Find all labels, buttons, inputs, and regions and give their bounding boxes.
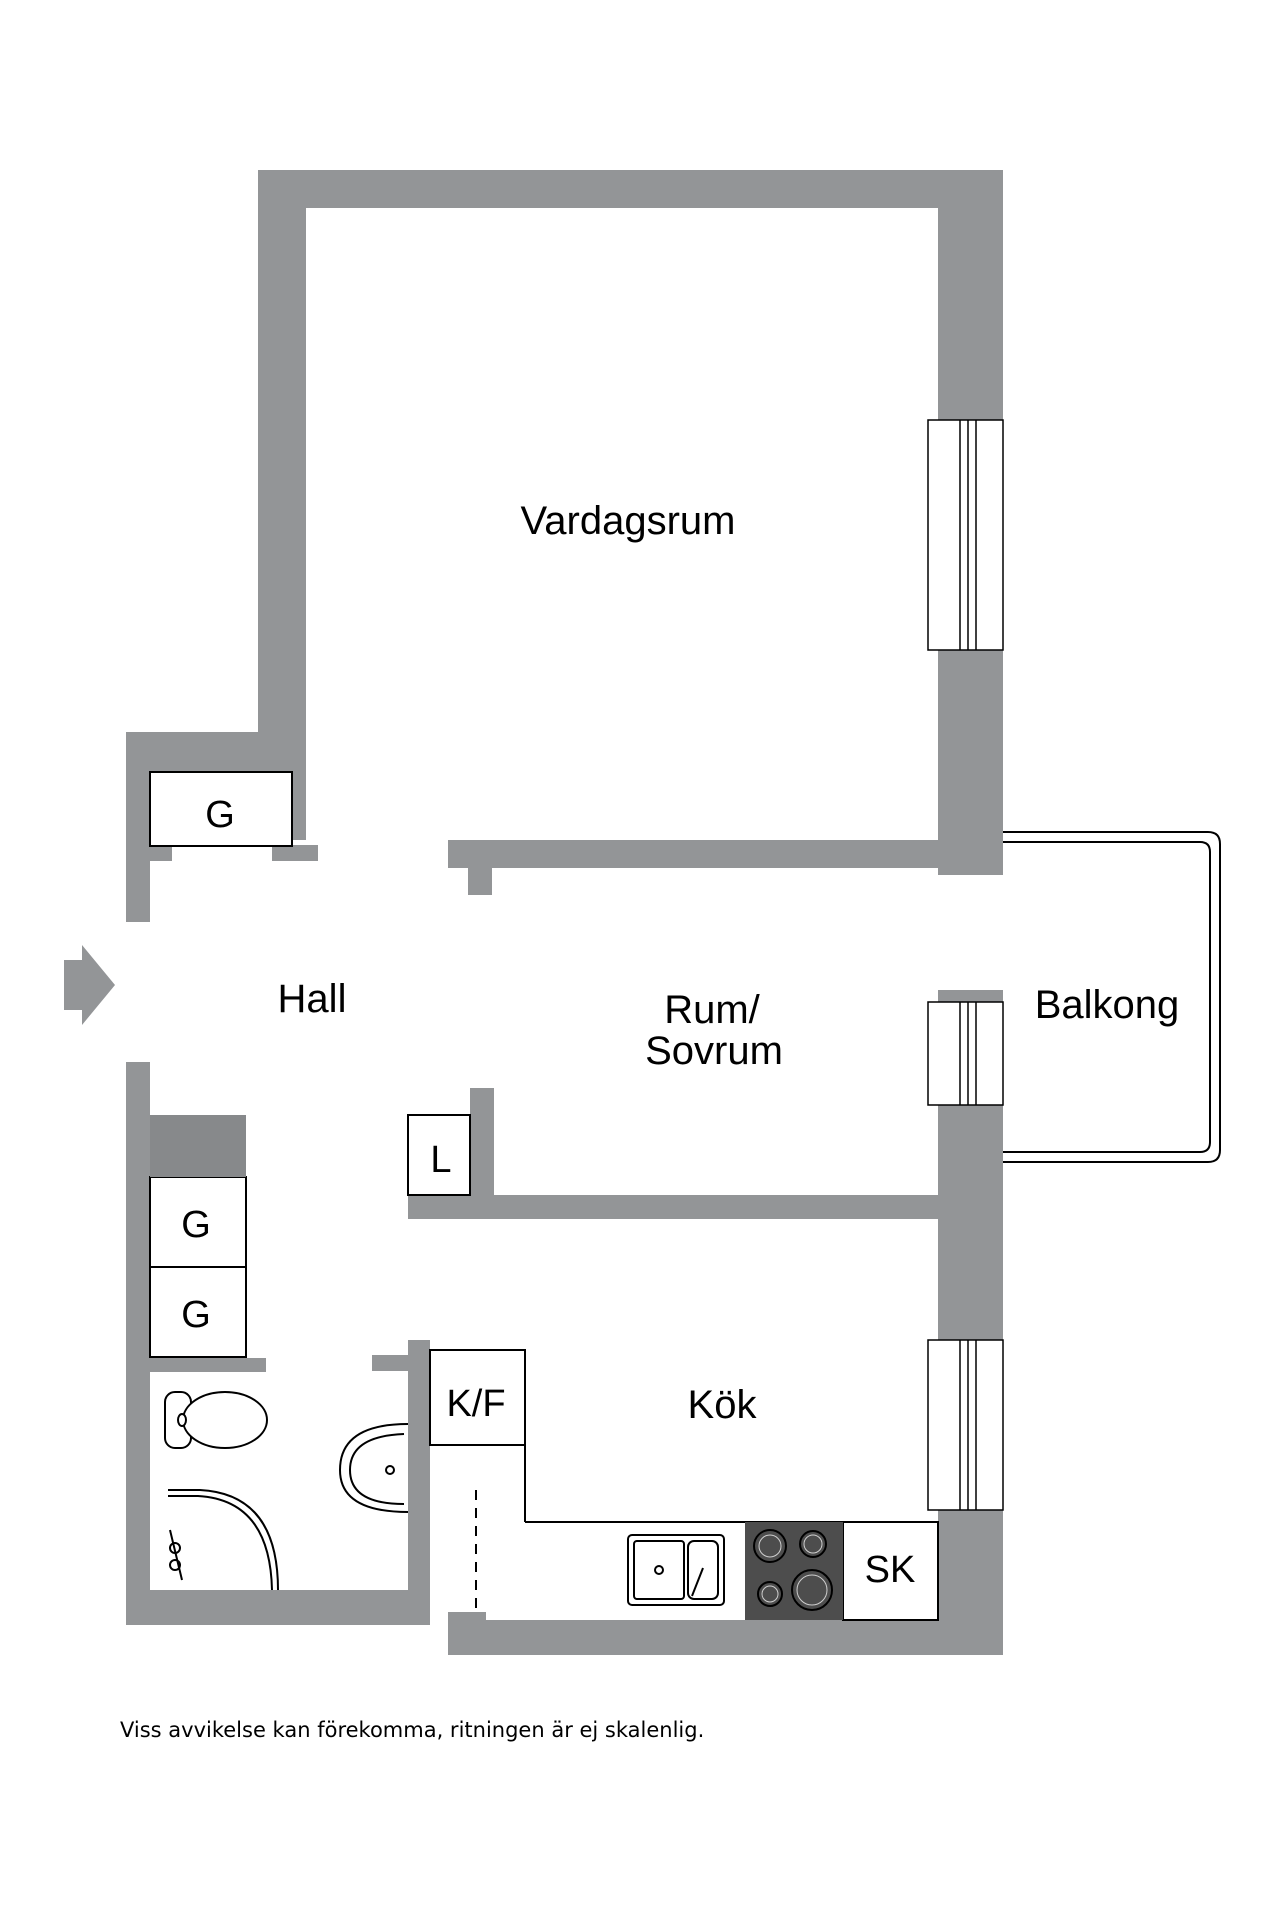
closet-g-mid2: [149, 1266, 247, 1358]
entrance-arrow-icon: [64, 945, 115, 1025]
walls: [126, 170, 1003, 1655]
fridge-freezer: [429, 1349, 526, 1446]
window-living: [927, 419, 1004, 651]
kitchen-cabinet-sk: [842, 1521, 939, 1621]
label-kyl-frys: K/F: [446, 1383, 505, 1425]
closet-g-stub-left: [150, 845, 172, 861]
label-kok: Kök: [688, 1383, 758, 1427]
label-rum-line2: Sovrum: [645, 1029, 783, 1073]
stove-hob-icon: [745, 1522, 843, 1620]
wall-upper-left: [126, 732, 306, 772]
wall-closet-dark: [150, 1115, 246, 1177]
kitchen-counter: [475, 1445, 938, 1610]
label-garderob-top: G: [205, 794, 235, 836]
windows: [927, 419, 1004, 1511]
label-vardagsrum: Vardagsrum: [521, 499, 736, 543]
wall-right-2: [938, 650, 1003, 875]
label-skap: SK: [865, 1549, 916, 1591]
wall-right-3: [938, 1105, 1003, 1340]
wall-living-bedroom-stub: [468, 860, 492, 895]
wall-left-upper: [126, 732, 150, 922]
room-labels: Vardagsrum Hall Rum/ Sovrum Balkong Kök …: [181, 499, 1179, 1591]
wall-living-bedroom: [448, 840, 938, 868]
disclaimer-text: Viss avvikelse kan förekomma, ritningen …: [120, 1718, 705, 1742]
wall-bath-top: [150, 1358, 266, 1372]
label-linne: L: [430, 1139, 451, 1181]
wall-living-left: [258, 170, 306, 840]
wall-kitchen-bottom: [448, 1620, 1003, 1655]
wall-balcony-stub: [938, 990, 1003, 1002]
wall-bath-bottom: [126, 1590, 430, 1625]
window-bedroom: [927, 1001, 1004, 1106]
shower-icon: [168, 1489, 279, 1591]
label-garderob-mid2: G: [181, 1294, 211, 1336]
label-balkong: Balkong: [1035, 983, 1180, 1027]
wall-bath-top-right: [372, 1355, 412, 1371]
label-garderob-mid1: G: [181, 1204, 211, 1246]
label-rum-line1: Rum/: [664, 988, 760, 1032]
balcony: [1003, 831, 1221, 1163]
closet-g-mid1: [149, 1176, 247, 1268]
closet-linne: [407, 1114, 471, 1196]
closet-g-stub-right: [272, 845, 318, 861]
wall-bedroom-kitchen: [408, 1195, 938, 1219]
wall-bedroom-vertical: [470, 1088, 494, 1195]
kitchen-sink-icon: [627, 1534, 725, 1606]
washbasin-icon: [338, 1423, 409, 1513]
window-kitchen: [927, 1339, 1004, 1511]
wall-bath-right: [408, 1340, 430, 1625]
wall-top: [258, 170, 1003, 208]
toilet-icon: [164, 1391, 268, 1449]
wall-right-1: [938, 170, 1003, 420]
label-hall: Hall: [278, 977, 347, 1021]
